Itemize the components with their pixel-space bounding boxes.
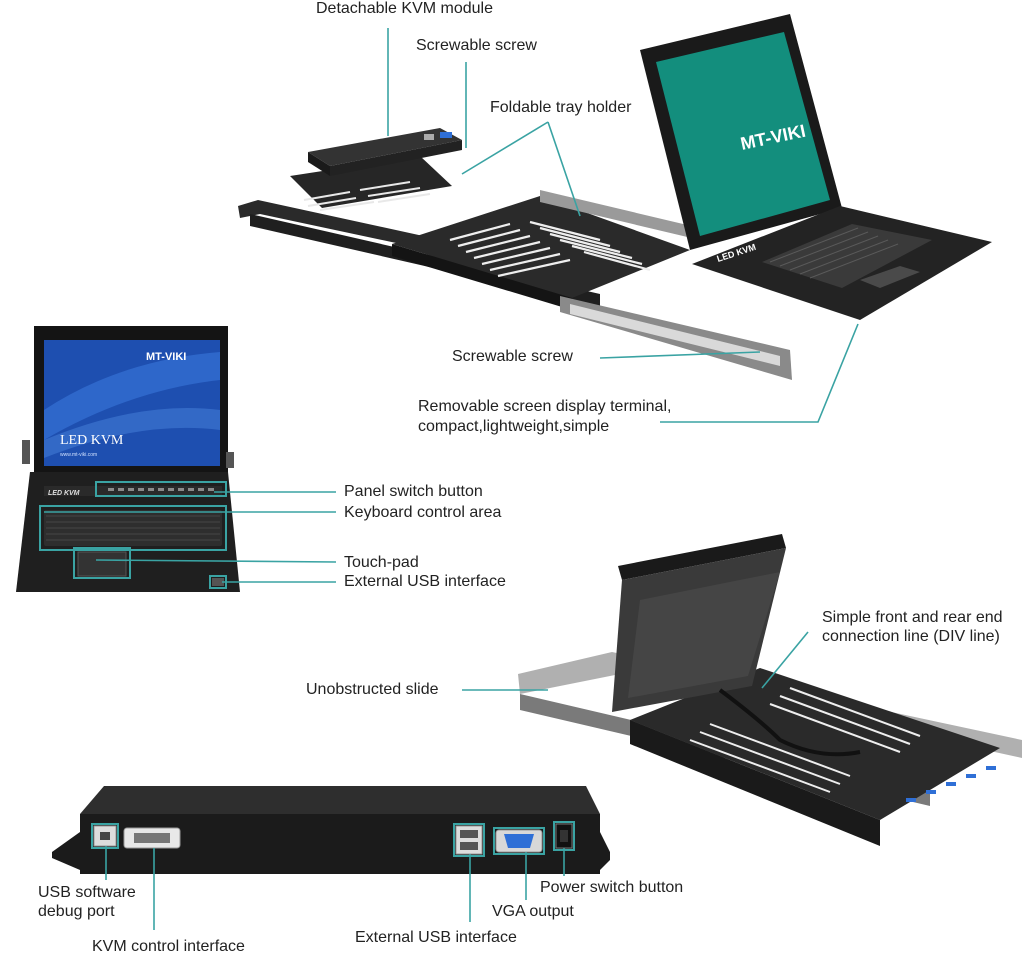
exploded-tray-illustration: MT-VIKI LED KVM [238, 14, 992, 380]
label-usb-debug-line1: USB software [38, 884, 136, 901]
slide-out-illustration [518, 534, 1022, 846]
label-keyboard: Keyboard control area [344, 504, 502, 521]
div-cable [718, 688, 861, 757]
leader-screen-terminal [660, 323, 859, 423]
label-touchpad: Touch-pad [344, 554, 419, 571]
leader-connection-line [761, 631, 809, 689]
label-slide: Unobstructed slide [306, 681, 439, 698]
label-power: Power switch button [540, 879, 684, 896]
front-screen-title: LED KVM [60, 433, 124, 448]
label-panel-switch: Panel switch button [344, 483, 483, 500]
label-screw-top: Screwable screw [416, 37, 537, 54]
leader-touchpad [95, 559, 337, 563]
label-kvm-control: KVM control interface [92, 938, 245, 955]
rear-module-illustration [52, 786, 610, 874]
slide-tray [630, 668, 1000, 820]
label-connection-line1: Simple front and rear end [822, 609, 1003, 626]
main-tray [392, 196, 690, 298]
label-tray-holder: Foldable tray holder [490, 99, 632, 116]
leader-tray-holder-b [547, 121, 581, 217]
label-connection-line2: connection line (DIV line) [822, 628, 1000, 645]
top-monitor-screen [656, 32, 830, 236]
front-usb-port [212, 578, 224, 586]
callout-lines [44, 28, 859, 930]
label-usb-front: External USB interface [344, 573, 506, 590]
leader-screw-bottom [599, 351, 761, 359]
label-ext-usb: External USB interface [355, 929, 517, 946]
slide-rail [518, 652, 1022, 758]
label-kvm-module: Detachable KVM module [316, 0, 493, 17]
kvm-module [308, 128, 462, 166]
label-screw-bottom: Screwable screw [452, 348, 573, 365]
callout-boxes [39, 481, 575, 857]
label-screen-terminal-line1: Removable screen display terminal, [418, 398, 672, 415]
front-screen-url: www.mt-viki.com [60, 452, 97, 458]
upper-slide-rail [540, 190, 700, 240]
label-screen-terminal-line2: compact,lightweight,simple [418, 418, 610, 435]
front-bezel-text: LED KVM [48, 490, 80, 497]
main-tray-edge [392, 244, 572, 310]
rear-module-top [80, 786, 600, 814]
leader-tray-holder-a [461, 121, 549, 175]
front-screen-logo: MT-VIKI [146, 351, 186, 363]
front-kvm-illustration: MT-VIKI LED KVM www.mt-viki.com LED KVM [16, 326, 240, 592]
front-touchpad [77, 551, 127, 577]
label-vga: VGA output [492, 903, 574, 920]
label-usb-debug-line2: debug port [38, 903, 115, 920]
